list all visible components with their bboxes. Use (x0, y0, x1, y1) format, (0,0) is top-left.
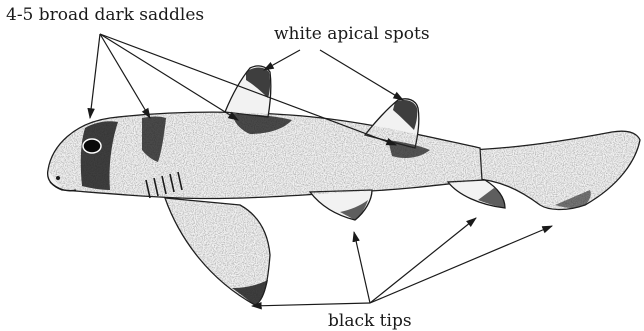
shark-illustration (48, 66, 640, 305)
label-saddles: 4-5 broad dark saddles (6, 5, 204, 25)
label-apical-spots: white apical spots (274, 24, 430, 44)
black-tip-pointers (252, 218, 552, 306)
eye (83, 139, 101, 153)
nostril (56, 176, 60, 180)
apical-spot-pointers (264, 50, 403, 100)
label-black-tips: black tips (328, 311, 412, 331)
